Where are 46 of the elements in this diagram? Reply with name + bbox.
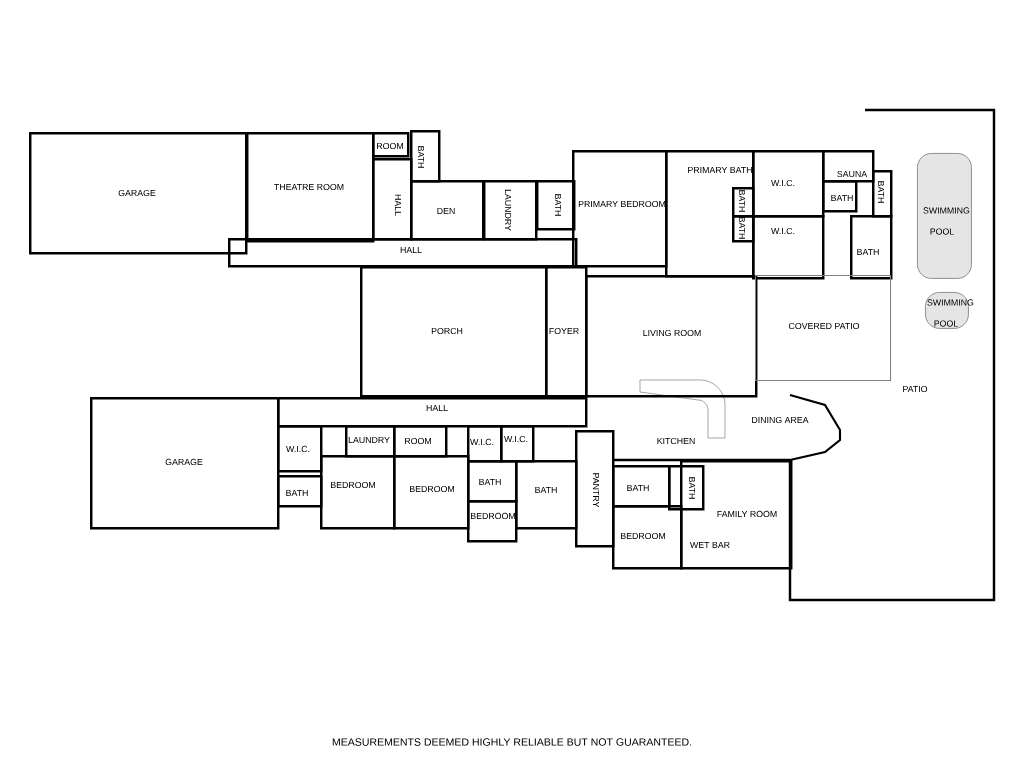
room: BATH bbox=[536, 180, 576, 231]
room: COVERED PATIO bbox=[755, 275, 892, 382]
room: BATH bbox=[467, 460, 518, 503]
room: DINING AREA bbox=[752, 416, 809, 424]
room: BATH bbox=[515, 460, 578, 530]
room: FOYER bbox=[545, 266, 588, 398]
room: LAUNDRY bbox=[483, 180, 538, 241]
patio-area: PATIO bbox=[903, 385, 928, 393]
room: BATH bbox=[410, 130, 441, 183]
room: BATH bbox=[668, 465, 705, 511]
room: HALL bbox=[372, 158, 413, 241]
room: HALL bbox=[277, 397, 588, 428]
room: BEDROOM bbox=[467, 500, 518, 543]
room: ROOM bbox=[393, 425, 448, 458]
footer-note: MEASUREMENTS DEEMED HIGHLY RELIABLE BUT NOT GUARANTEED. bbox=[332, 738, 692, 746]
room: BATH bbox=[277, 475, 323, 508]
room: BATH bbox=[732, 187, 755, 218]
swimming-pool: SWIMMING POOL bbox=[925, 292, 974, 329]
room: DEN bbox=[410, 180, 485, 241]
swimming-pool: SWIMMING POOL bbox=[917, 153, 972, 279]
room: SAUNA bbox=[822, 150, 875, 183]
room: KITCHEN bbox=[657, 437, 695, 445]
room: BATH bbox=[732, 215, 755, 243]
room: BATH bbox=[612, 465, 671, 508]
room: W.I.C. bbox=[500, 425, 535, 463]
room: HALL bbox=[228, 238, 578, 268]
room: BATH bbox=[850, 215, 893, 280]
room: LAUNDRY bbox=[345, 425, 396, 458]
room: PANTRY bbox=[575, 430, 615, 548]
room: W.I.C. bbox=[277, 425, 323, 473]
room-label: WET BAR bbox=[690, 542, 730, 548]
room: LIVING ROOM bbox=[585, 275, 758, 398]
room: BATH bbox=[872, 170, 893, 218]
room: W.I.C. bbox=[467, 425, 503, 463]
room: PORCH bbox=[360, 266, 548, 398]
room: GARAGE bbox=[90, 397, 280, 530]
room: W.I.C. bbox=[752, 150, 825, 218]
room: BEDROOM bbox=[393, 455, 470, 530]
room: GARAGE bbox=[29, 132, 248, 255]
room: ROOM bbox=[372, 132, 410, 158]
room: PRIMARY BEDROOM bbox=[572, 150, 668, 268]
room: THEATRE ROOM bbox=[246, 132, 375, 243]
room: BEDROOM bbox=[612, 505, 683, 570]
room: W.I.C. bbox=[752, 215, 825, 280]
room: BATH bbox=[822, 180, 858, 213]
room: BEDROOM bbox=[320, 455, 396, 530]
